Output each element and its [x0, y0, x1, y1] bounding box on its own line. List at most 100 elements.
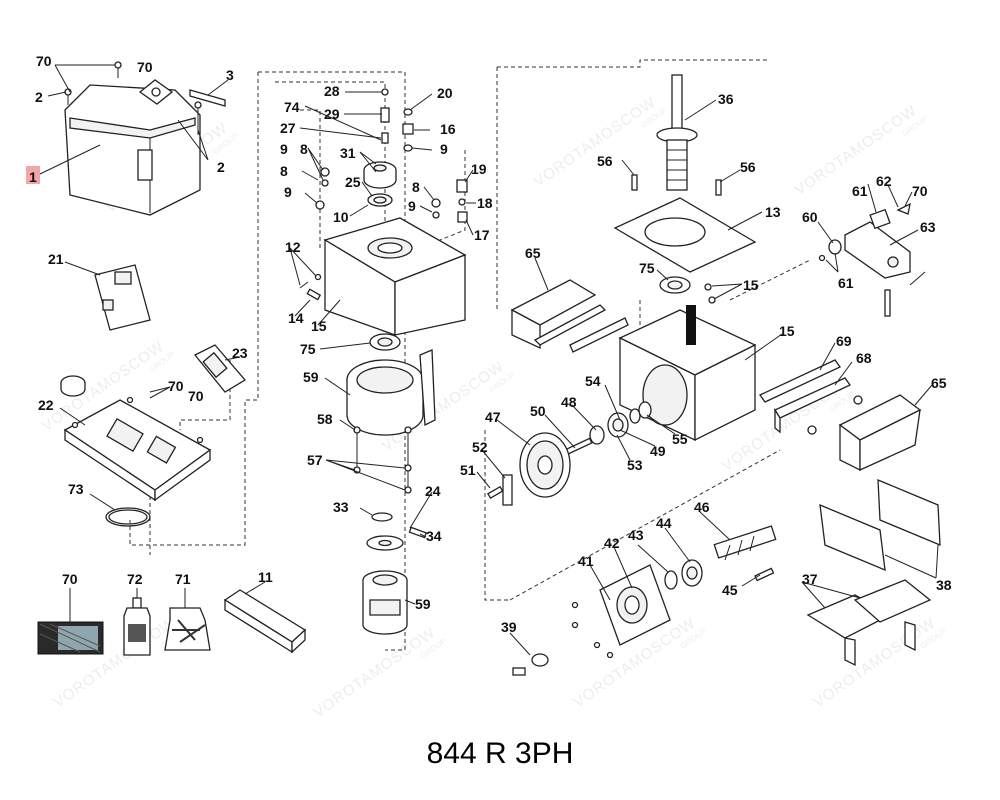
part-upper-housing	[323, 217, 467, 336]
part-cover	[64, 84, 201, 216]
callout-3[interactable]: 3	[226, 67, 234, 83]
callout-63[interactable]: 63	[920, 219, 936, 235]
callout-15[interactable]: 15	[743, 277, 759, 293]
part-flange	[599, 564, 671, 646]
callout-48[interactable]: 48	[561, 394, 577, 410]
callout-59[interactable]: 59	[415, 596, 431, 612]
callout-53[interactable]: 53	[627, 457, 643, 473]
callout-8[interactable]: 8	[412, 179, 420, 195]
callout-10[interactable]: 10	[333, 209, 349, 225]
part-pins-56	[631, 174, 722, 196]
callout-59[interactable]: 59	[303, 369, 319, 385]
callout-68[interactable]: 68	[856, 350, 872, 366]
callout-36[interactable]: 36	[718, 91, 734, 107]
callout-31[interactable]: 31	[340, 145, 356, 161]
callout-45[interactable]: 45	[722, 582, 738, 598]
callout-1[interactable]: 1	[29, 169, 37, 185]
callout-49[interactable]: 49	[650, 443, 666, 459]
part-bearing-ring	[367, 193, 393, 207]
callout-43[interactable]: 43	[628, 527, 644, 543]
callout-71[interactable]: 71	[175, 571, 191, 587]
callout-37[interactable]: 37	[802, 571, 818, 587]
callout-22[interactable]: 22	[38, 397, 54, 413]
callout-23[interactable]: 23	[232, 345, 248, 361]
part-bracket-bar	[189, 89, 226, 107]
callout-8[interactable]: 8	[300, 141, 308, 157]
callout-42[interactable]: 42	[604, 535, 620, 551]
callout-51[interactable]: 51	[460, 462, 476, 478]
callout-15[interactable]: 15	[779, 323, 795, 339]
callout-70[interactable]: 70	[62, 571, 78, 587]
callout-21[interactable]: 21	[48, 251, 64, 267]
callout-13[interactable]: 13	[765, 204, 781, 220]
part-guard-left	[510, 279, 629, 353]
callout-74[interactable]: 74	[284, 99, 300, 115]
part-bearing-75-center	[369, 333, 401, 351]
callout-17[interactable]: 17	[474, 227, 490, 243]
callout-70[interactable]: 70	[137, 59, 153, 75]
callout-38[interactable]: 38	[936, 577, 952, 593]
callout-46[interactable]: 46	[694, 499, 710, 515]
callout-70[interactable]: 70	[912, 183, 928, 199]
callout-19[interactable]: 19	[471, 161, 487, 177]
callout-18[interactable]: 18	[477, 195, 493, 211]
callout-65[interactable]: 65	[931, 375, 947, 391]
callout-54[interactable]: 54	[585, 373, 601, 389]
callout-75[interactable]: 75	[639, 260, 655, 276]
callout-28[interactable]: 28	[324, 83, 340, 99]
callout-14[interactable]: 14	[288, 310, 304, 326]
part-brackets-37	[806, 579, 932, 667]
callout-75[interactable]: 75	[300, 341, 316, 357]
callout-61[interactable]: 61	[852, 183, 868, 199]
callout-50[interactable]: 50	[530, 403, 546, 419]
callout-60[interactable]: 60	[802, 209, 818, 225]
callout-20[interactable]: 20	[437, 85, 453, 101]
part-motor-parts-lower	[366, 512, 428, 551]
callout-62[interactable]: 62	[876, 173, 892, 189]
callout-33[interactable]: 33	[333, 499, 349, 515]
callout-57[interactable]: 57	[307, 452, 323, 468]
callout-52[interactable]: 52	[472, 439, 488, 455]
callout-70[interactable]: 70	[188, 388, 204, 404]
callout-16[interactable]: 16	[440, 121, 456, 137]
callout-29[interactable]: 29	[324, 106, 340, 122]
callout-73[interactable]: 73	[68, 481, 84, 497]
callout-25[interactable]: 25	[345, 174, 361, 190]
part-small-plate	[138, 79, 174, 105]
part-fittings-right	[402, 108, 414, 152]
callout-61[interactable]: 61	[838, 275, 854, 291]
callout-55[interactable]: 55	[672, 431, 688, 447]
callout-2[interactable]: 2	[217, 159, 225, 175]
callout-44[interactable]: 44	[656, 515, 672, 531]
callout-47[interactable]: 47	[485, 409, 501, 425]
callout-69[interactable]: 69	[836, 333, 852, 349]
part-motor-screws	[353, 426, 412, 494]
part-bearing-75-right	[659, 276, 691, 294]
callout-8[interactable]: 8	[280, 163, 288, 179]
callout-9[interactable]: 9	[284, 184, 292, 200]
callout-24[interactable]: 24	[425, 483, 441, 499]
callout-9[interactable]: 9	[408, 198, 416, 214]
callout-9[interactable]: 9	[440, 141, 448, 157]
highlight-part-1	[26, 166, 40, 184]
part-bracket-68	[774, 377, 851, 434]
callout-58[interactable]: 58	[317, 411, 333, 427]
callout-2[interactable]: 2	[35, 89, 43, 105]
callout-12[interactable]: 12	[285, 239, 301, 255]
callout-65[interactable]: 65	[525, 245, 541, 261]
callout-56[interactable]: 56	[740, 159, 756, 175]
callout-41[interactable]: 41	[578, 553, 594, 569]
part-limit-plates	[819, 479, 941, 572]
callout-56[interactable]: 56	[597, 153, 613, 169]
callout-34[interactable]: 34	[426, 528, 442, 544]
part-output-shaft	[656, 74, 698, 191]
callout-9[interactable]: 9	[280, 141, 288, 157]
callout-72[interactable]: 72	[127, 571, 143, 587]
callout-15[interactable]: 15	[311, 318, 327, 334]
callout-39[interactable]: 39	[501, 619, 517, 635]
part-release-rail	[223, 589, 307, 654]
callout-70[interactable]: 70	[36, 53, 52, 69]
callout-27[interactable]: 27	[280, 120, 296, 136]
callout-11[interactable]: 11	[258, 569, 273, 585]
callout-70[interactable]: 70	[168, 378, 184, 394]
